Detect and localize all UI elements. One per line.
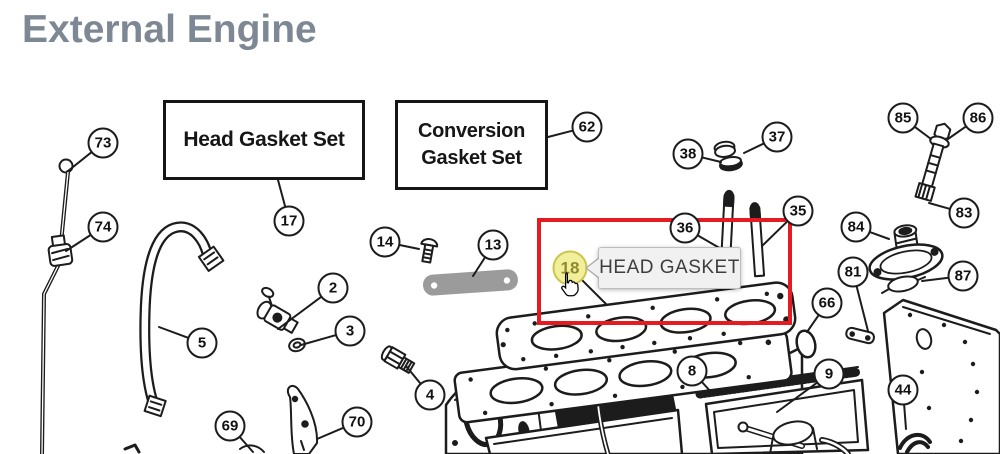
- callout-13[interactable]: 13: [477, 229, 509, 261]
- part-tooltip-text: HEAD GASKET: [599, 257, 740, 278]
- oil-pipe-drawing: [40, 158, 141, 454]
- valve-fitting-drawing: [256, 286, 299, 334]
- callout-9[interactable]: 9: [813, 358, 845, 390]
- callout-3[interactable]: 3: [334, 315, 366, 347]
- callout-81[interactable]: 81: [837, 256, 869, 288]
- callout-69[interactable]: 69: [214, 410, 246, 442]
- callout-38[interactable]: 38: [672, 138, 704, 170]
- callout-8[interactable]: 8: [676, 355, 708, 387]
- callout-5[interactable]: 5: [186, 327, 218, 359]
- callout-86[interactable]: 86: [962, 102, 994, 134]
- callout-36[interactable]: 36: [669, 212, 701, 244]
- hand-cursor-icon: [561, 272, 579, 297]
- union-bolt-drawing: [914, 122, 952, 202]
- nut-washer-drawing: [713, 140, 743, 172]
- conversion-line2: Gasket Set: [421, 147, 522, 169]
- washer-drawing: [288, 337, 306, 353]
- callout-73[interactable]: 73: [87, 127, 119, 159]
- callout-2[interactable]: 2: [317, 272, 349, 304]
- callout-83[interactable]: 83: [948, 197, 980, 229]
- callout-18[interactable]: 18: [552, 250, 588, 286]
- callout-35[interactable]: 35: [782, 195, 814, 227]
- part-tooltip: HEAD GASKET: [598, 247, 741, 289]
- highlight-rectangle: [537, 218, 792, 325]
- screw-drawing: [420, 238, 439, 264]
- front-cover-parts-drawing: [769, 420, 851, 454]
- callout-17[interactable]: 17: [273, 205, 305, 237]
- callout-74[interactable]: 74: [87, 211, 119, 243]
- callout-84[interactable]: 84: [840, 211, 872, 243]
- head-gasket-set-label: Head Gasket Set: [183, 128, 345, 151]
- bracket-drawing: [239, 385, 319, 454]
- page-title: External Engine: [22, 8, 317, 51]
- callout-37[interactable]: 37: [761, 121, 793, 153]
- callout-14[interactable]: 14: [369, 226, 401, 258]
- callout-44[interactable]: 44: [887, 374, 919, 406]
- callout-4[interactable]: 4: [414, 379, 446, 411]
- conversion-line1: Conversion: [417, 120, 526, 142]
- pin-drawing: [845, 326, 875, 345]
- callout-85[interactable]: 85: [887, 102, 919, 134]
- callout-87[interactable]: 87: [947, 260, 979, 292]
- water-pump-drawing: [868, 224, 944, 294]
- oval-gasket-drawing: [795, 329, 817, 359]
- gasket-strip-drawing: [423, 269, 518, 296]
- side-plate-drawing: [882, 298, 1000, 454]
- head-gasket-set-box: Head Gasket Set: [163, 100, 365, 180]
- head-gasket-drawing: [495, 281, 797, 371]
- callout-70[interactable]: 70: [341, 406, 373, 438]
- conversion-gasket-set-box: Conversion Gasket Set: [395, 100, 548, 190]
- callout-62[interactable]: 62: [571, 111, 603, 143]
- callout-66[interactable]: 66: [811, 287, 843, 319]
- hose-drawing: [139, 221, 225, 418]
